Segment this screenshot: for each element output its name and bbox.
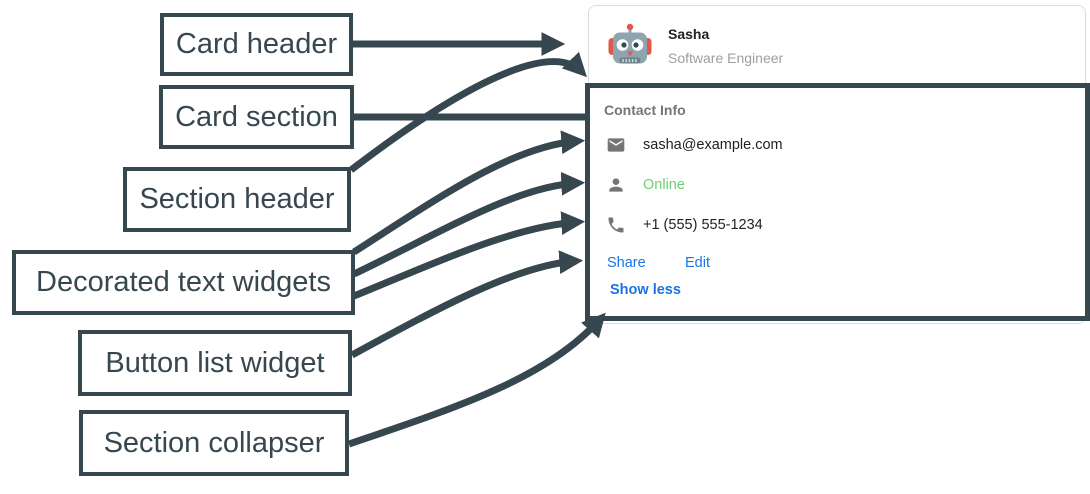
annotation-label-button-list-widget: Button list widget [78,330,352,396]
decorated-text-email-row: sasha@example.com [606,135,783,155]
person-icon [609,178,623,192]
email-text: sasha@example.com [643,137,783,153]
phone-icon [608,217,624,233]
card-header-name: Sasha [668,26,710,42]
arrow-section-header [348,51,587,173]
arrow-decorated-text-3 [352,211,586,300]
section-header-title: Contact Info [604,102,686,118]
annotation-label-section-header: Section header [123,167,351,232]
card-section-outline [585,83,1090,321]
edit-button[interactable]: Edit [685,255,710,271]
phone-text: +1 (555) 555-1234 [643,217,763,233]
annotation-label-section-collapser: Section collapser [79,410,349,476]
annotation-label-decorated-text-widgets: Decorated text widgets [12,250,355,315]
contact-card [588,5,1086,324]
decorated-text-status-row: Online [606,175,685,195]
status-text: Online [643,177,685,193]
decorated-text-phone-row: +1 (555) 555-1234 [606,215,763,235]
robot-avatar-icon [608,23,652,64]
share-button[interactable]: Share [607,255,646,271]
mail-icon [607,138,625,152]
arrow-decorated-text-1 [352,130,586,255]
arrow-decorated-text-2 [352,171,586,278]
annotation-label-card-section: Card section [159,85,354,149]
card-header-role: Software Engineer [668,50,784,66]
arrow-button-list [350,250,584,359]
section-collapser-button[interactable]: Show less [610,282,681,298]
arrow-section-collapser [347,312,606,448]
annotation-label-card-header: Card header [160,13,353,76]
